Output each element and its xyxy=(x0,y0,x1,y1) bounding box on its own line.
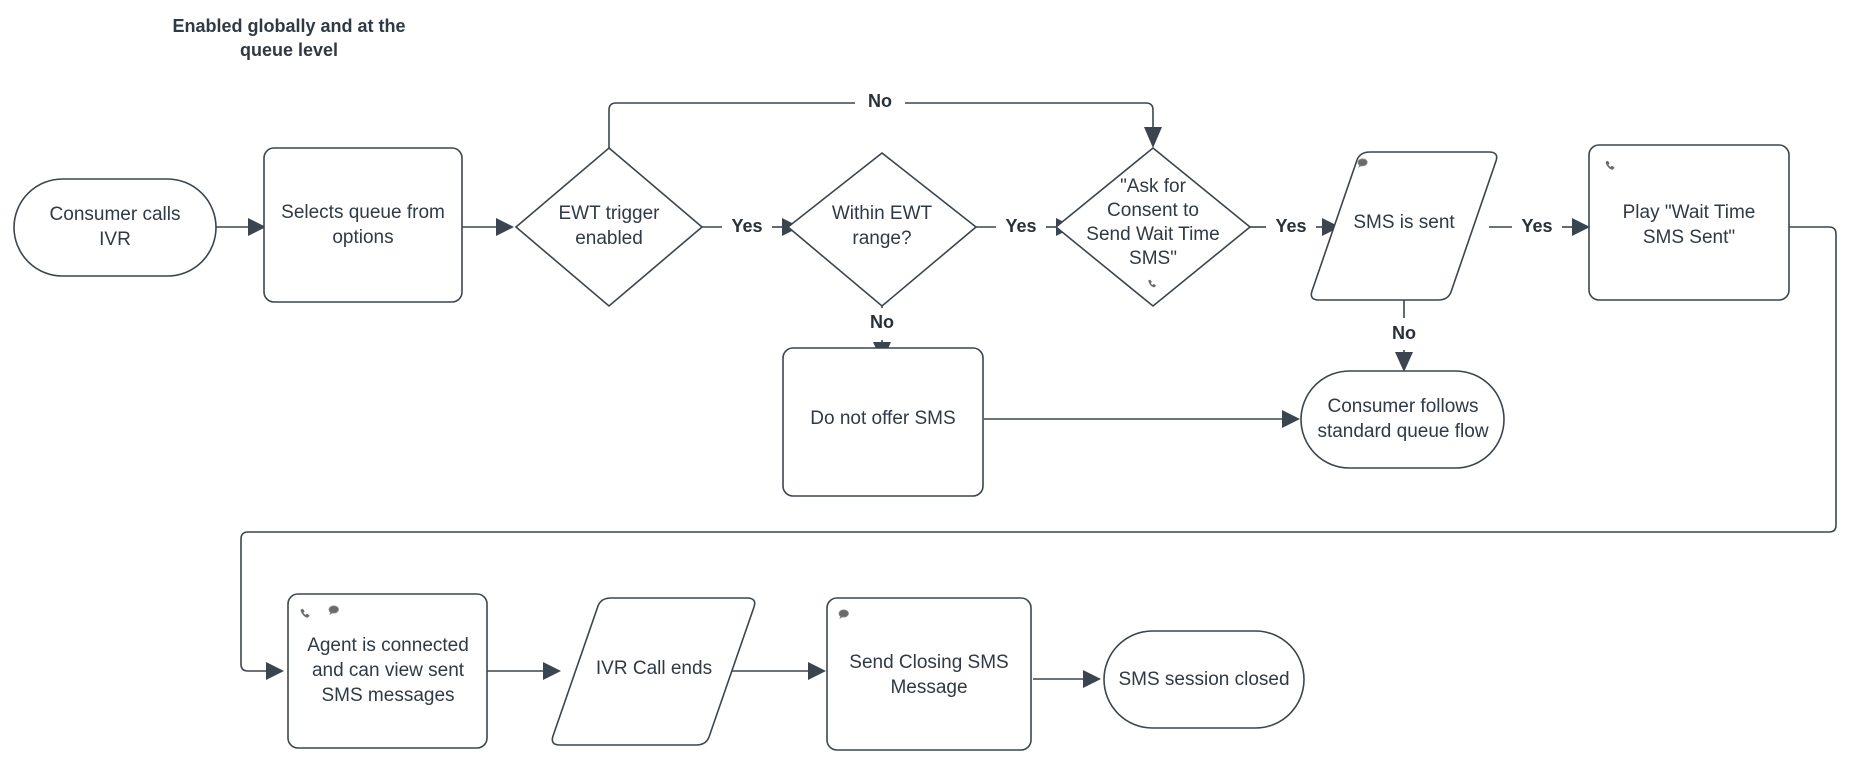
node-sms-is-sent[interactable]: SMS is sent xyxy=(1310,151,1498,301)
edge-label-no-range: No xyxy=(870,312,894,332)
node-label-line: "Ask for xyxy=(1120,176,1187,197)
arrowhead-e4 xyxy=(1144,127,1162,148)
edge-ewt-no-loop-b xyxy=(905,102,1154,127)
phone-icon xyxy=(1605,160,1615,170)
arrowhead-e11 xyxy=(266,662,284,680)
node-label-line: Send Closing SMS xyxy=(849,652,1008,673)
node-label-line: SMS is sent xyxy=(1353,212,1455,233)
node-shape-diamond xyxy=(786,151,978,308)
node-label-line: SMS messages xyxy=(321,685,454,706)
arrowhead-e9 xyxy=(1395,352,1413,372)
node-ask-for-consent[interactable]: "Ask for Consent to Send Wait Time SMS" xyxy=(1054,146,1252,308)
chat-bubble-icon xyxy=(1357,158,1368,168)
node-shape-diamond xyxy=(1054,146,1252,308)
title-line-2: queue level xyxy=(240,40,338,60)
chat-bubble-icon xyxy=(838,609,849,620)
node-shape-rect xyxy=(287,593,488,749)
node-within-ewt-range[interactable]: Within EWT range? xyxy=(786,151,978,308)
edge-label-yes-3: Yes xyxy=(1275,216,1306,236)
node-label-line: IVR Call ends xyxy=(596,658,712,679)
node-shape-stadium xyxy=(1300,370,1505,469)
node-send-closing-sms-message[interactable]: Send Closing SMS Message xyxy=(826,597,1032,751)
node-consumer-calls-ivr[interactable]: Consumer calls IVR xyxy=(13,178,217,277)
node-shape-stadium xyxy=(1103,630,1305,729)
node-label-line: options xyxy=(332,227,393,248)
node-label-line: IVR xyxy=(99,229,131,250)
node-shape-diamond xyxy=(514,146,704,308)
node-do-not-offer-sms[interactable]: Do not offer SMS xyxy=(782,347,984,497)
node-label-line: and can view sent xyxy=(312,660,465,681)
edge-label-yes-4: Yes xyxy=(1521,216,1552,236)
edge-label-yes-2: Yes xyxy=(1005,216,1036,236)
node-ivr-call-ends[interactable]: IVR Call ends xyxy=(551,597,756,746)
node-label-line: Message xyxy=(890,677,967,698)
node-consumer-follows-standard-queue-flow[interactable]: Consumer follows standard queue flow xyxy=(1300,370,1505,469)
edge-label-no-top: No xyxy=(868,91,892,111)
title-line-1: Enabled globally and at the xyxy=(172,16,405,36)
phone-icon xyxy=(300,608,310,618)
node-label-line: Selects queue from xyxy=(281,202,445,223)
node-ewt-trigger-enabled[interactable]: EWT trigger enabled xyxy=(514,146,704,308)
node-shape-rect xyxy=(1588,144,1790,301)
node-shape-rect xyxy=(782,347,984,497)
node-play-wait-time-sms-sent[interactable]: Play "Wait Time SMS Sent" xyxy=(1588,144,1790,301)
arrowhead-e13 xyxy=(808,662,826,680)
node-label-line: SMS Sent" xyxy=(1643,227,1735,248)
edge-play-to-agent xyxy=(240,226,1837,672)
diagram-title: Enabled globally and at the queue level xyxy=(172,16,405,60)
node-sms-session-closed[interactable]: SMS session closed xyxy=(1103,630,1305,729)
node-label-line: SMS" xyxy=(1129,248,1177,269)
arrowhead-e10 xyxy=(1282,410,1300,428)
node-label-line: Play "Wait Time xyxy=(1623,202,1756,223)
node-label-line: Within EWT xyxy=(832,203,933,224)
arrowhead-e7 xyxy=(1322,218,1340,236)
edge-label-yes-1: Yes xyxy=(731,216,762,236)
arrowhead-e12 xyxy=(543,662,561,680)
node-label-line: Consent to xyxy=(1107,200,1199,221)
node-label-line: Do not offer SMS xyxy=(810,408,955,429)
node-shape-rect xyxy=(826,597,1032,751)
node-shape-stadium xyxy=(13,178,217,277)
node-label-line: EWT trigger xyxy=(558,203,660,224)
chat-bubble-icon xyxy=(328,605,339,616)
phone-icon xyxy=(1148,279,1156,288)
edge-ewt-no-loop xyxy=(608,102,855,148)
arrowhead-e1 xyxy=(248,218,266,236)
node-shape-parallelogram xyxy=(1310,151,1498,301)
arrowhead-e14 xyxy=(1083,670,1101,688)
edge-label-no-sms: No xyxy=(1392,323,1416,343)
node-label-line: enabled xyxy=(575,228,643,249)
node-label-line: Consumer follows xyxy=(1328,396,1479,417)
arrowhead-e8 xyxy=(1572,218,1590,236)
node-label-line: range? xyxy=(852,228,911,249)
arrowhead-e2 xyxy=(496,218,514,236)
node-agent-is-connected[interactable]: Agent is connected and can view sent SMS… xyxy=(287,593,488,749)
node-shape-parallelogram xyxy=(551,597,756,746)
node-label-line: Send Wait Time xyxy=(1086,224,1219,245)
node-label-line: standard queue flow xyxy=(1317,421,1488,442)
node-selects-queue[interactable]: Selects queue from options xyxy=(263,147,463,303)
edge-labels: Yes No Yes No Yes Yes No xyxy=(731,91,1552,343)
node-label-line: Consumer calls xyxy=(50,204,181,225)
node-label-line: SMS session closed xyxy=(1118,669,1289,690)
node-label-line: Agent is connected xyxy=(307,635,469,656)
node-shape-rect xyxy=(263,147,463,303)
